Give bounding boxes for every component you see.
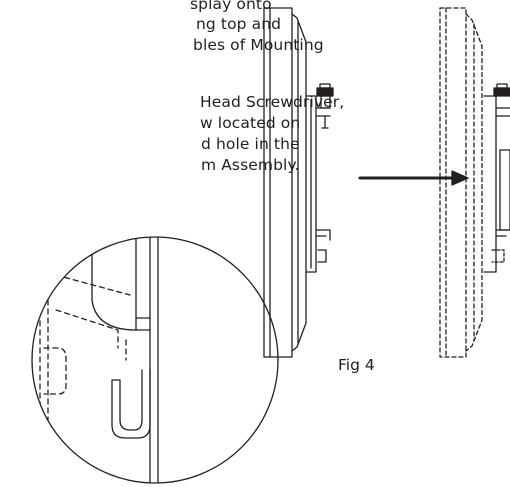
dashed-front-bezel <box>439 7 467 358</box>
direction-arrow-icon <box>358 170 469 186</box>
lower-latch <box>317 249 327 263</box>
bracket-slot <box>499 149 510 231</box>
right-thumb-screw-icon <box>493 87 510 97</box>
step-a-line-3: bles of Mounting <box>193 36 324 54</box>
j-hook-inner <box>119 369 143 431</box>
lower-hook <box>315 229 331 241</box>
wall-bracket-right <box>483 83 510 273</box>
bracket-curve <box>91 237 137 331</box>
step-a-line-2: ng top and <box>196 15 282 33</box>
right-lower-hook <box>495 229 510 237</box>
hidden-bracket-tab <box>43 347 67 395</box>
thumb-screw-head-icon <box>316 87 334 97</box>
display-back-housing <box>291 13 307 352</box>
thumb-screw-shaft <box>320 95 331 109</box>
thumb-screw-cap <box>319 83 331 89</box>
detail-magnifier-circle <box>31 236 279 484</box>
dashed-back-housing <box>465 13 483 352</box>
detail-hook-closeup <box>32 237 159 483</box>
step-b-line-4: m Assembly. <box>201 156 300 174</box>
step-b-line-2: w located on <box>200 114 301 132</box>
display-side-view <box>263 7 334 358</box>
upper-hook <box>315 107 331 117</box>
display-front-bezel <box>263 7 293 358</box>
step-b-line-1: Head Screwdriver, <box>200 93 345 111</box>
mounting-plate <box>305 95 317 273</box>
display-dashed-view <box>439 7 483 358</box>
j-hook-outer <box>111 369 151 439</box>
figure-caption: Fig 4 <box>338 356 375 374</box>
step-b-line-3: d hole in the <box>201 135 300 153</box>
step-a-line-1: splay onto <box>190 0 272 13</box>
